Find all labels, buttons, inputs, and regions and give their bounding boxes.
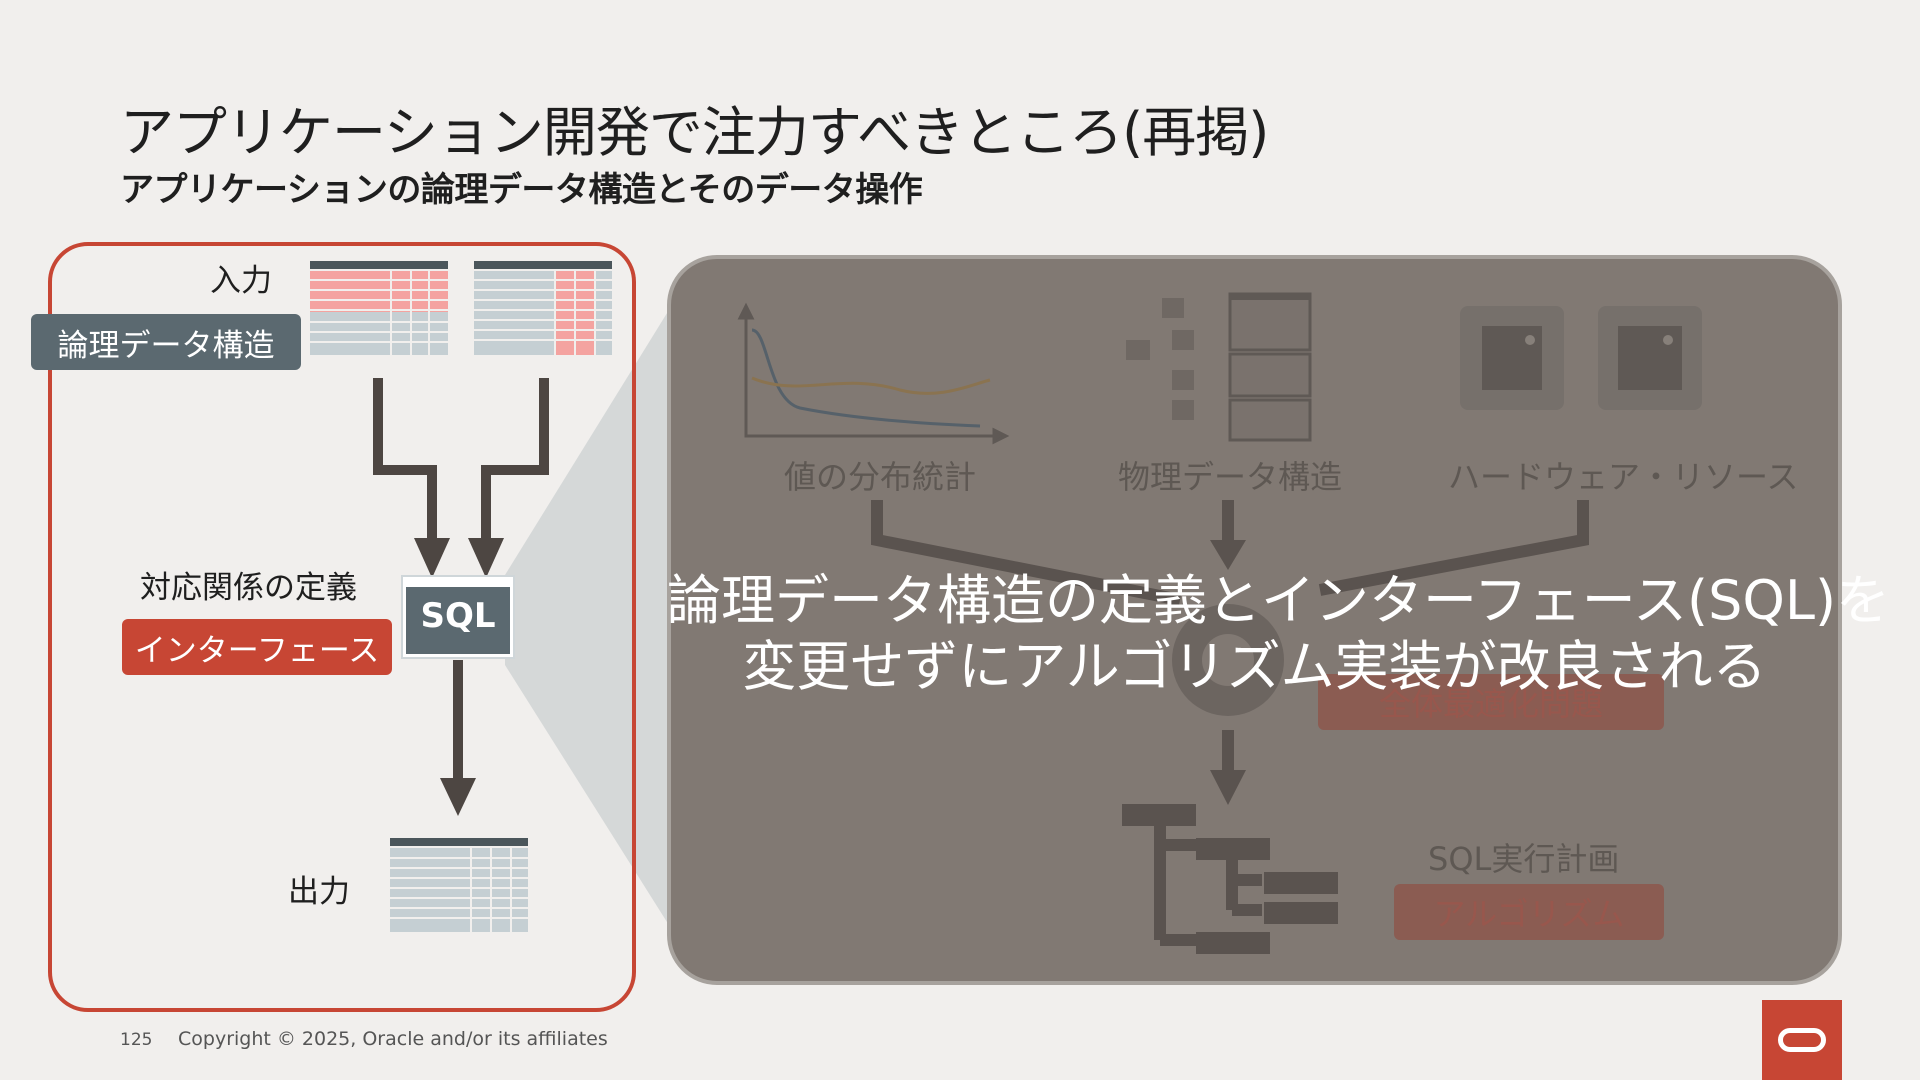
distribution-chart-icon — [740, 306, 1006, 442]
oracle-logo-icon — [1762, 1000, 1842, 1080]
hardware-resources-label: ハードウェア・リソース — [1448, 452, 1798, 498]
physical-structure-label: 物理データ構造 — [1118, 452, 1342, 498]
message-line-2: 変更せずにアルゴリズム実装が改良される — [667, 622, 1842, 701]
value-distribution-label: 値の分布統計 — [784, 452, 976, 498]
page-number: 125 — [120, 1030, 152, 1050]
sql-execution-plan-label: SQL実行計画 — [1428, 834, 1619, 880]
storage-icon — [1126, 294, 1310, 440]
copyright-text: Copyright © 2025, Oracle and/or its affi… — [178, 1028, 608, 1050]
algorithm-tag: アルゴリズム — [1394, 884, 1664, 940]
cpu-chip-icon — [1460, 306, 1702, 410]
